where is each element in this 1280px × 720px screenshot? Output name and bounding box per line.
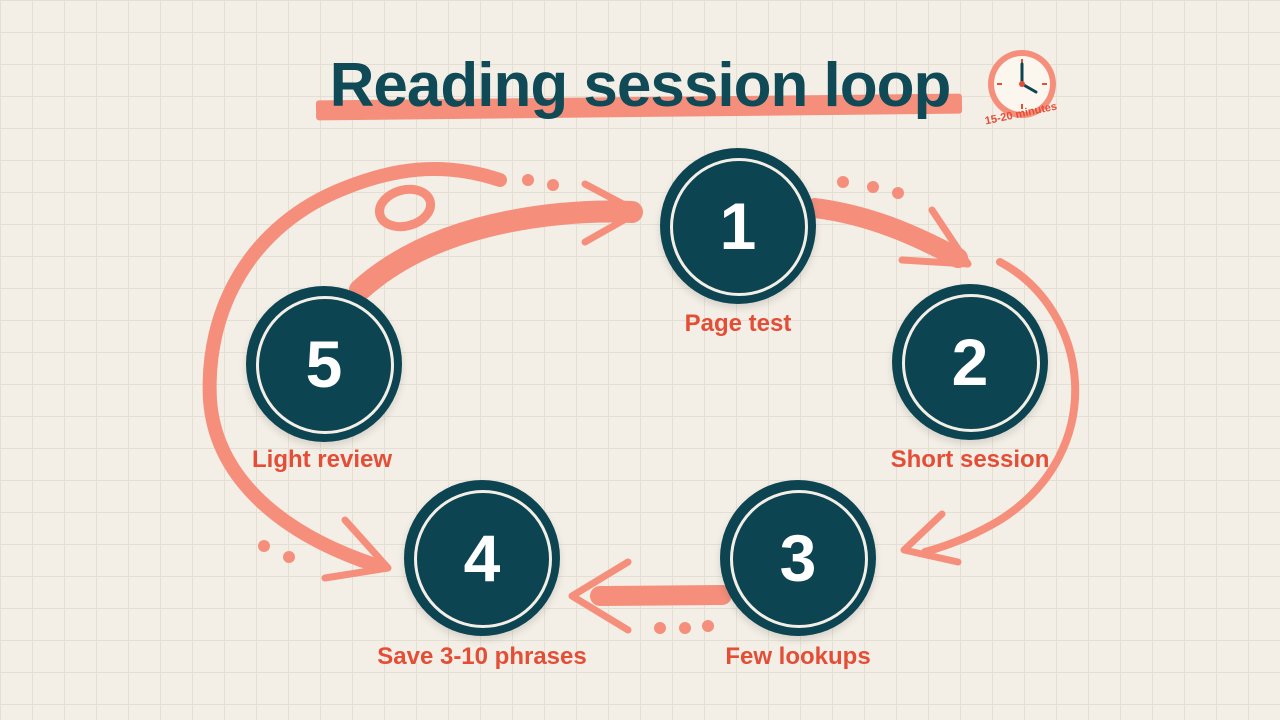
arrowhead-5-to-1 — [581, 180, 642, 246]
arrow-3-to-4 — [590, 585, 732, 606]
dot — [679, 622, 691, 634]
dot — [283, 551, 295, 563]
scribble-loop — [374, 184, 436, 232]
dot — [702, 620, 714, 632]
step-3-node: 3 — [718, 478, 878, 638]
step-1-label: Page test — [684, 310, 792, 337]
step-number: 5 — [305, 327, 343, 401]
step-5-label: Light review — [251, 446, 393, 473]
arrowhead-2-to-3 — [900, 510, 962, 566]
arrowhead-3-to-4 — [568, 558, 632, 634]
step-number: 1 — [719, 189, 757, 263]
arrow-loop-to-4 — [202, 161, 507, 572]
arrowhead-loop-to-4 — [321, 516, 392, 582]
arrow-1-to-2 — [805, 198, 968, 268]
title-block: Reading session loop — [315, 50, 964, 122]
step-1-node: 1 — [658, 146, 818, 306]
dot — [654, 622, 666, 634]
step-number: 2 — [951, 325, 989, 399]
dot — [547, 179, 559, 191]
step-2-node: 2 — [890, 282, 1050, 442]
step-number: 3 — [779, 521, 817, 595]
step-number: 4 — [463, 521, 501, 595]
arrow-2-to-3 — [921, 258, 1079, 556]
dot — [522, 174, 534, 186]
arrow-5-to-1 — [349, 200, 643, 301]
dot — [258, 540, 270, 552]
step-5-node: 5 — [244, 284, 404, 444]
dot — [867, 181, 879, 193]
arrowhead-1-to-2 — [898, 206, 972, 268]
dot — [892, 187, 904, 199]
dot — [837, 176, 849, 188]
step-4-node: 4 — [402, 478, 562, 638]
step-4-label: Save 3-10 phrases — [377, 643, 587, 670]
step-3-label: Few lookups — [725, 643, 871, 670]
step-2-label: Short session — [890, 446, 1050, 473]
page-title: Reading session loop — [329, 51, 952, 120]
clock-icon — [988, 50, 1056, 118]
